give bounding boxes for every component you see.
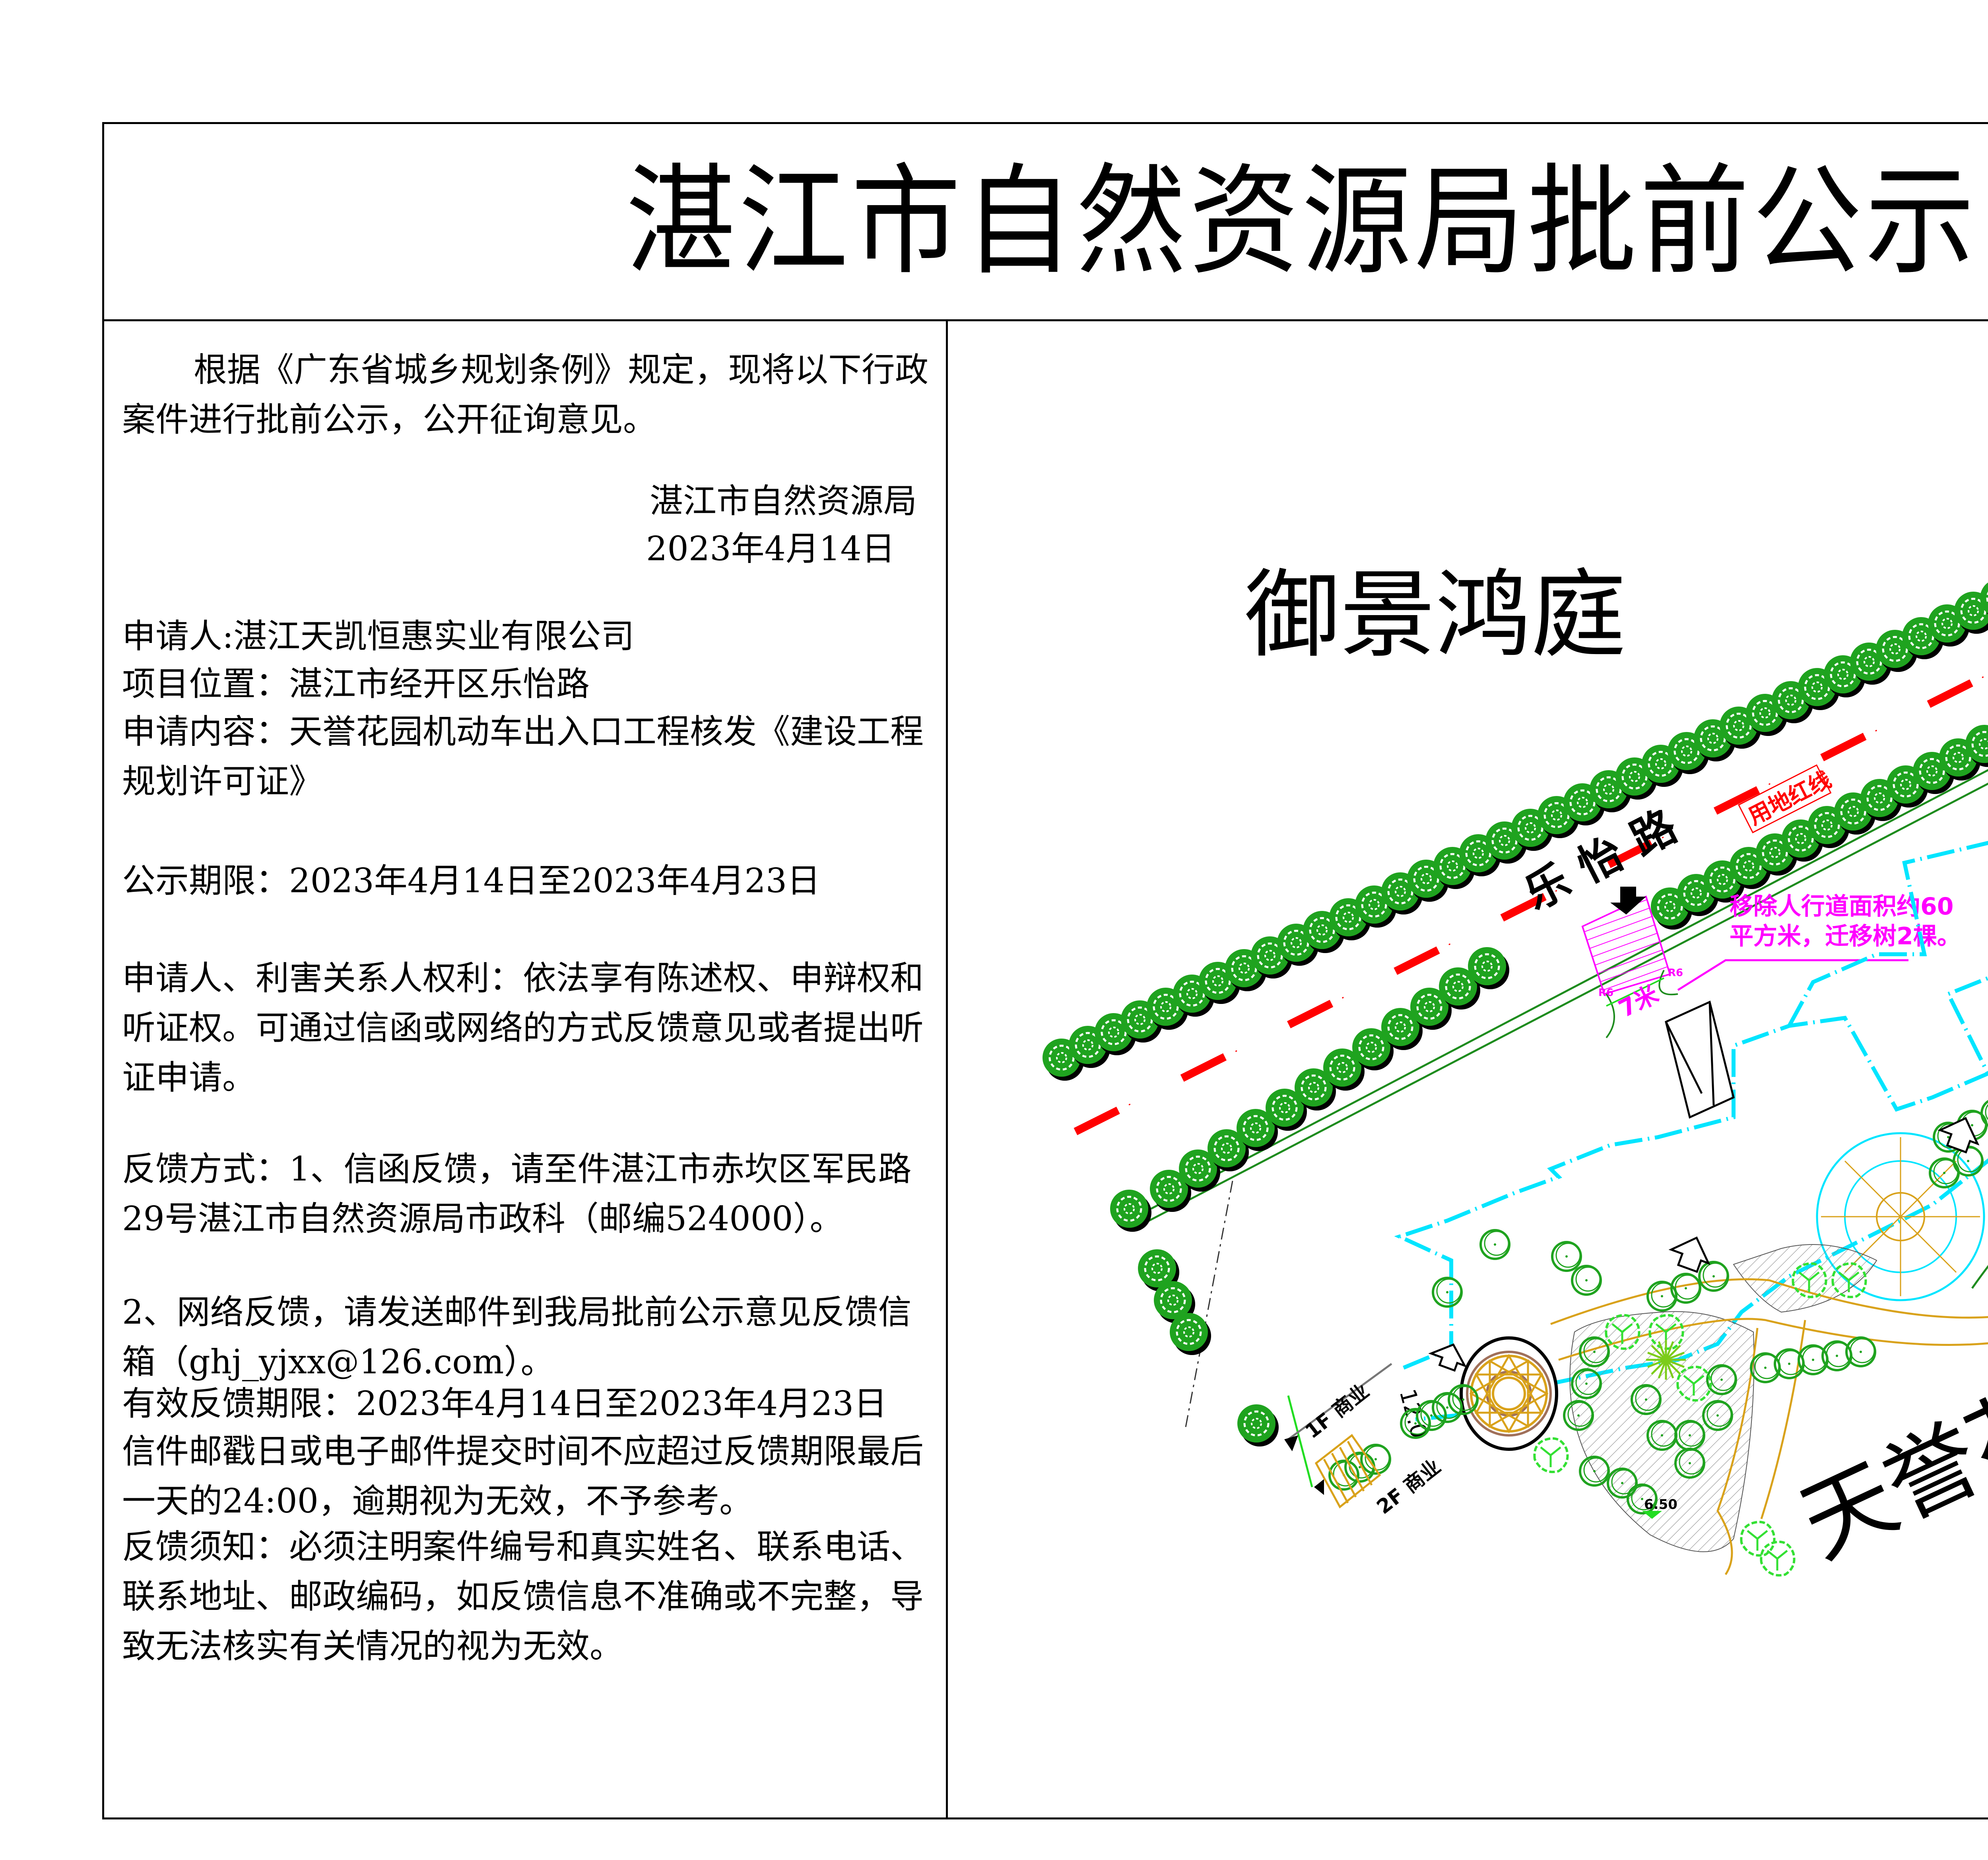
square-structure	[1665, 1000, 1735, 1119]
tree-icon	[1170, 1313, 1211, 1355]
svg-text:6.50: 6.50	[1644, 1497, 1677, 1512]
lawn-area	[1569, 1311, 1755, 1552]
removal-note-1: 移除人行道面积约60	[1730, 893, 1954, 920]
steps-structure	[1314, 1434, 1381, 1509]
neighbor-label: 御景鸿庭	[1244, 559, 1626, 671]
tree-icon	[1110, 1190, 1151, 1232]
notice-text-panel: 根据《广东省城乡规划条例》规定，现将以下行政案件进行批前公示，公开征询意见。 湛…	[104, 321, 948, 1817]
entrance-arrow-outlines	[1428, 1117, 1980, 1372]
publicity-period: 公示期限：2023年4月14日至2023年4月23日	[122, 861, 821, 900]
garden-paths	[1550, 1278, 1988, 1575]
svg-text:2F 商业: 2F 商业	[1373, 1455, 1445, 1518]
feedback-email: 2、网络反馈，请发送邮件到我局批前公示意见反馈信箱（ghj_yjxx@126.c…	[122, 1293, 912, 1381]
project-location: 项目位置：湛江市经开区乐怡路	[122, 664, 590, 703]
deadline-note: 信件邮戳日或电子邮件提交时间不应超过反馈期限最后一天的24:00，逾期视为无效，…	[122, 1432, 924, 1520]
entrance-arrow-icon	[1610, 887, 1646, 914]
application-content: 申请内容：天誉花园机动车出入口工程核发《建设工程规划许可证》	[122, 712, 924, 801]
tree-icon	[1237, 1404, 1279, 1446]
svg-text:R6: R6	[1668, 967, 1683, 979]
dimension-lines	[1287, 1395, 1313, 1487]
feedback-mail: 反馈方式：1、信函反馈，请至件湛江市赤坎区军民路29号湛江市自然资源局市政科（邮…	[122, 1149, 912, 1238]
svg-text:R6: R6	[1598, 987, 1613, 999]
new-entrance: 7米 R6 R6 移除人行道面积约60 平方米，迁移树2棵。	[1581, 887, 1961, 1039]
rights-paragraph: 申请人、利害关系人权利：依法享有陈述权、申辩权和听证权。可通过信函或网络的方式反…	[122, 959, 924, 1097]
title-row: 湛江市自然资源局批前公示	[104, 124, 1988, 321]
site-label: 天誉花园	[1785, 1328, 1988, 1578]
page-title: 湛江市自然资源局批前公示	[625, 152, 1978, 291]
elevation-marker: 6.50	[1642, 1497, 1677, 1519]
valid-feedback-period: 有效反馈期限：2023年4月14日至2023年4月23日	[122, 1384, 887, 1423]
issuer-name: 湛江市自然资源局	[649, 482, 917, 520]
feedback-requirements: 反馈须知：必须注明案件编号和真实姓名、联系电话、联系地址、邮政编码，如反馈信息不…	[122, 1527, 924, 1666]
notice-frame: 湛江市自然资源局批前公示 根据《广东省城乡规划条例》规定，现将以下行政案件进行批…	[102, 122, 1988, 1819]
site-boundary	[1148, 769, 1988, 1222]
intro-paragraph: 根据《广东省城乡规划条例》规定，现将以下行政案件进行批前公示，公开征询意见。	[122, 350, 929, 439]
removal-note-2: 平方米，迁移树2棵。	[1730, 922, 1961, 950]
applicant: 申请人:湛江天凯恒惠实业有限公司	[122, 617, 635, 656]
commercial-1f: 1F 商业	[1284, 1363, 1392, 1451]
svg-text:1F 商业: 1F 商业	[1301, 1379, 1374, 1443]
issue-date: 2023年4月14日	[646, 529, 895, 568]
dash-dot-line	[1184, 1180, 1233, 1432]
